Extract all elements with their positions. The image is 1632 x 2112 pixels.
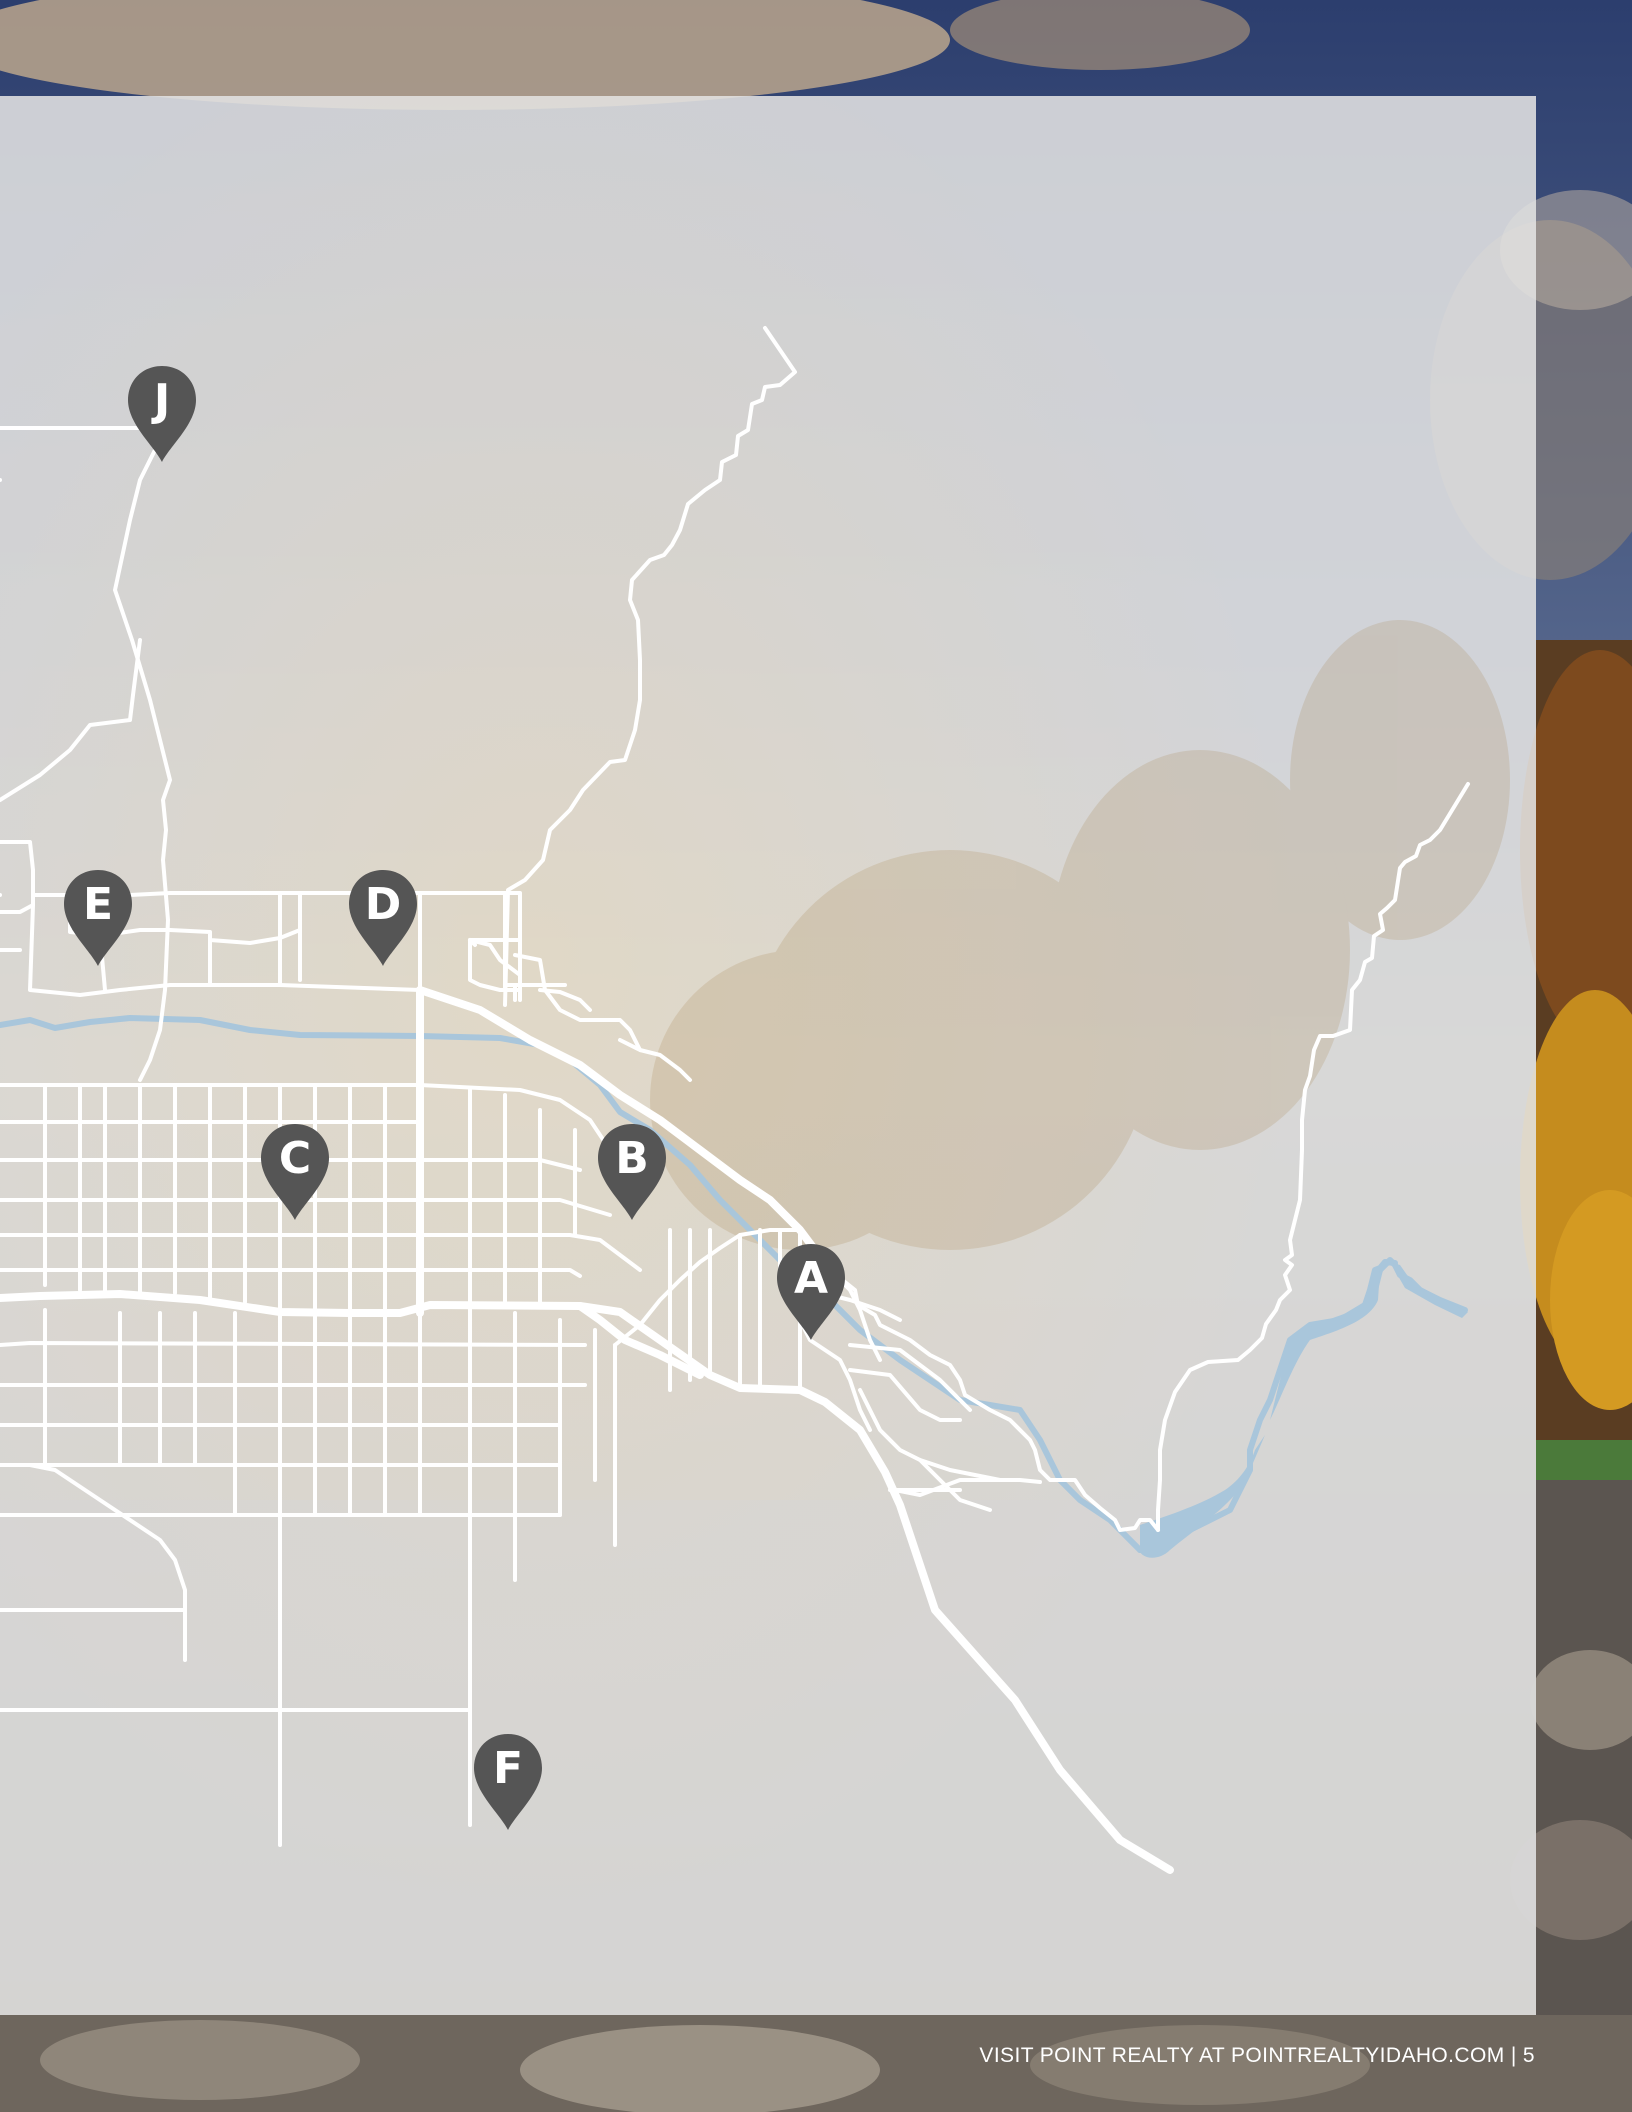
marker-d[interactable]: D	[349, 870, 417, 966]
marker-c[interactable]: C	[261, 1124, 329, 1220]
marker-f-label: F	[493, 1743, 523, 1794]
footer-text: VISIT POINT REALTY AT POINTREALTYIDAHO.C…	[979, 2044, 1535, 2067]
marker-b-label: B	[615, 1133, 649, 1184]
marker-a-label: A	[794, 1253, 828, 1304]
roads	[0, 326, 1470, 1847]
river-lake	[1140, 1262, 1468, 1558]
marker-e[interactable]: E	[64, 870, 132, 966]
marker-f[interactable]: F	[474, 1734, 542, 1830]
markers: J E D C B A F	[64, 366, 845, 1830]
marker-c-label: C	[279, 1133, 311, 1184]
marker-j-label: J	[151, 375, 170, 426]
marker-j[interactable]: J	[128, 366, 196, 462]
marker-e-label: E	[83, 879, 113, 930]
marker-d-label: D	[365, 879, 402, 930]
marker-b[interactable]: B	[598, 1124, 666, 1220]
marker-a[interactable]: A	[777, 1244, 845, 1340]
